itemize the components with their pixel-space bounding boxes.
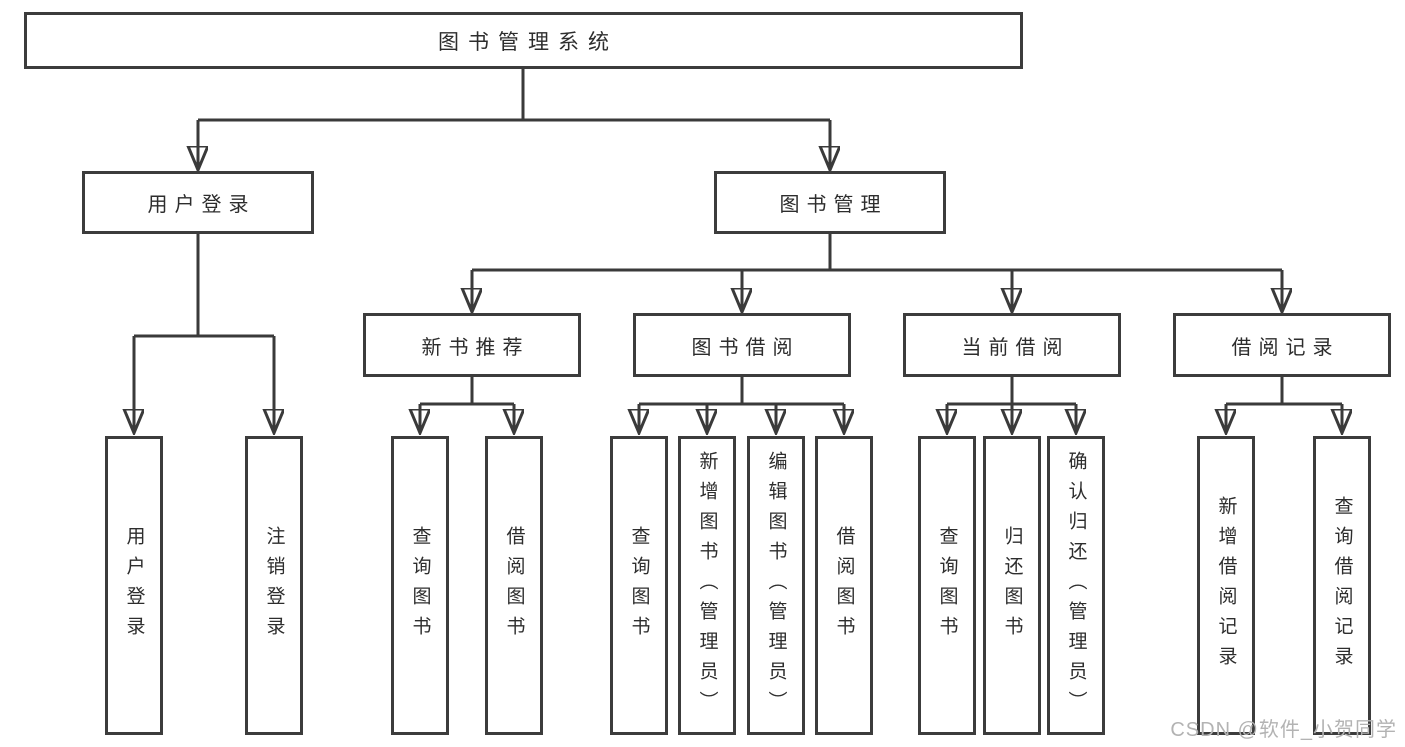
node-borrow-records-label: 借阅记录 bbox=[1231, 336, 1340, 359]
leaf-query-book-recommend: 查询图书 bbox=[391, 436, 449, 735]
node-new-book-recommend: 新书推荐 bbox=[363, 313, 581, 377]
leaf-borrow-book-recommend-label: 借阅图书 bbox=[503, 525, 525, 646]
node-borrow-records: 借阅记录 bbox=[1173, 313, 1391, 377]
leaf-add-borrow-record-label: 新增借阅记录 bbox=[1215, 495, 1237, 676]
node-new-book-recommend-label: 新书推荐 bbox=[421, 336, 530, 359]
leaf-query-book-borrow: 查询图书 bbox=[610, 436, 668, 735]
leaf-return-book-label: 归还图书 bbox=[1001, 525, 1023, 646]
node-current-borrow: 当前借阅 bbox=[903, 313, 1121, 377]
leaf-confirm-return-admin-label: 确认归还（管理员） bbox=[1065, 450, 1087, 721]
node-book-management: 图书管理 bbox=[714, 171, 946, 234]
leaf-return-book: 归还图书 bbox=[983, 436, 1041, 735]
leaf-borrow-book: 借阅图书 bbox=[815, 436, 873, 735]
leaf-add-book-admin: 新增图书（管理员） bbox=[678, 436, 736, 735]
leaf-borrow-book-recommend: 借阅图书 bbox=[485, 436, 543, 735]
node-root-system: 图书管理系统 bbox=[24, 12, 1023, 69]
node-book-management-label: 图书管理 bbox=[779, 194, 888, 216]
leaf-logout-label: 注销登录 bbox=[263, 525, 285, 646]
node-book-borrow-label: 图书借阅 bbox=[691, 336, 800, 359]
leaf-query-borrow-record: 查询借阅记录 bbox=[1313, 436, 1371, 735]
leaf-query-book-recommend-label: 查询图书 bbox=[409, 525, 431, 646]
node-root-system-label: 图书管理系统 bbox=[438, 30, 618, 54]
leaf-logout: 注销登录 bbox=[245, 436, 303, 735]
leaf-user-login: 用户登录 bbox=[105, 436, 163, 735]
leaf-borrow-book-label: 借阅图书 bbox=[833, 525, 855, 646]
csdn-watermark: CSDN @软件_小贺同学 bbox=[1170, 719, 1397, 741]
leaf-query-borrow-record-label: 查询借阅记录 bbox=[1331, 495, 1353, 676]
node-user-login: 用户登录 bbox=[82, 171, 314, 234]
leaf-query-book-current: 查询图书 bbox=[918, 436, 976, 735]
leaf-edit-book-admin-label: 编辑图书（管理员） bbox=[765, 450, 787, 721]
leaf-query-book-current-label: 查询图书 bbox=[936, 525, 958, 646]
leaf-add-book-admin-label: 新增图书（管理员） bbox=[696, 450, 718, 721]
leaf-query-book-borrow-label: 查询图书 bbox=[628, 525, 650, 646]
node-book-borrow: 图书借阅 bbox=[633, 313, 851, 377]
leaf-confirm-return-admin: 确认归还（管理员） bbox=[1047, 436, 1105, 735]
leaf-user-login-label: 用户登录 bbox=[123, 525, 145, 646]
leaf-edit-book-admin: 编辑图书（管理员） bbox=[747, 436, 805, 735]
leaf-add-borrow-record: 新增借阅记录 bbox=[1197, 436, 1255, 735]
node-current-borrow-label: 当前借阅 bbox=[961, 336, 1070, 359]
node-user-login-label: 用户登录 bbox=[147, 194, 256, 216]
